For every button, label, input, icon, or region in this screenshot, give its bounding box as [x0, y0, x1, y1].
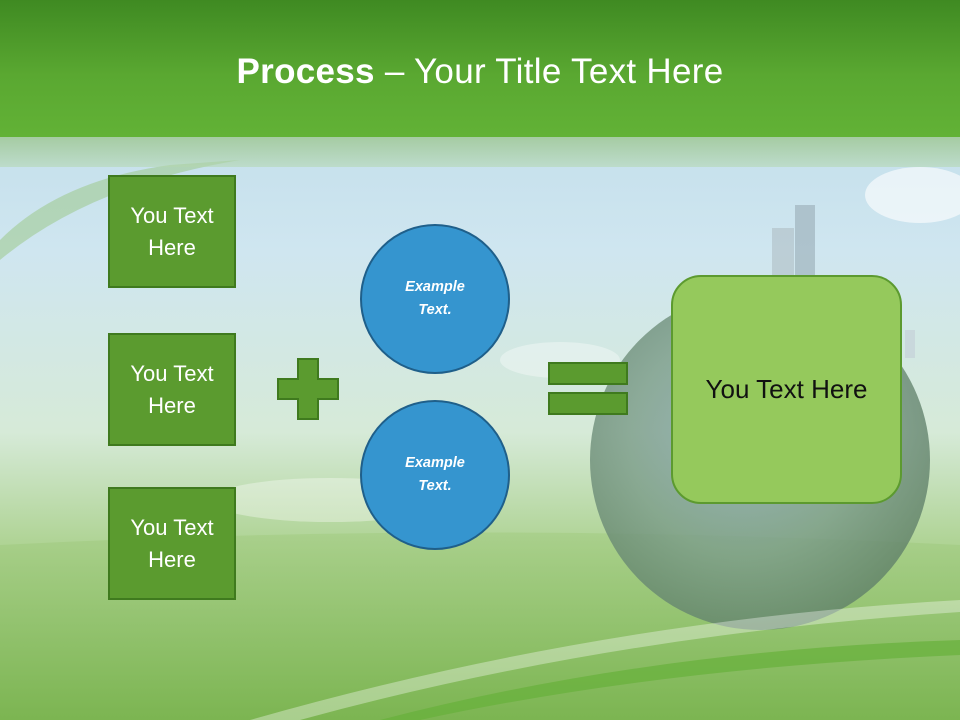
circle-label: Example Text.: [405, 279, 465, 318]
input-box-label: You Text Here: [130, 202, 214, 260]
circle-label: Example Text.: [405, 455, 465, 494]
input-box-label: You Text Here: [130, 360, 214, 418]
header-band: [0, 0, 960, 137]
input-box-1: You Text Here: [108, 175, 236, 288]
example-circle-1: Example Text.: [360, 224, 510, 374]
plus-icon: [277, 358, 339, 420]
header-subband: [0, 137, 960, 167]
input-box-label: You Text Here: [130, 514, 214, 572]
result-label: You Text Here: [705, 374, 868, 404]
equals-icon: [548, 362, 628, 415]
title-bold: Process: [236, 52, 375, 91]
example-circle-2: Example Text.: [360, 400, 510, 550]
input-box-3: You Text Here: [108, 487, 236, 600]
title-rest: – Your Title Text Here: [374, 52, 724, 91]
result-box: You Text Here: [671, 275, 902, 504]
input-box-2: You Text Here: [108, 333, 236, 446]
slide-title: Process – Your Title Text Here: [0, 52, 960, 92]
